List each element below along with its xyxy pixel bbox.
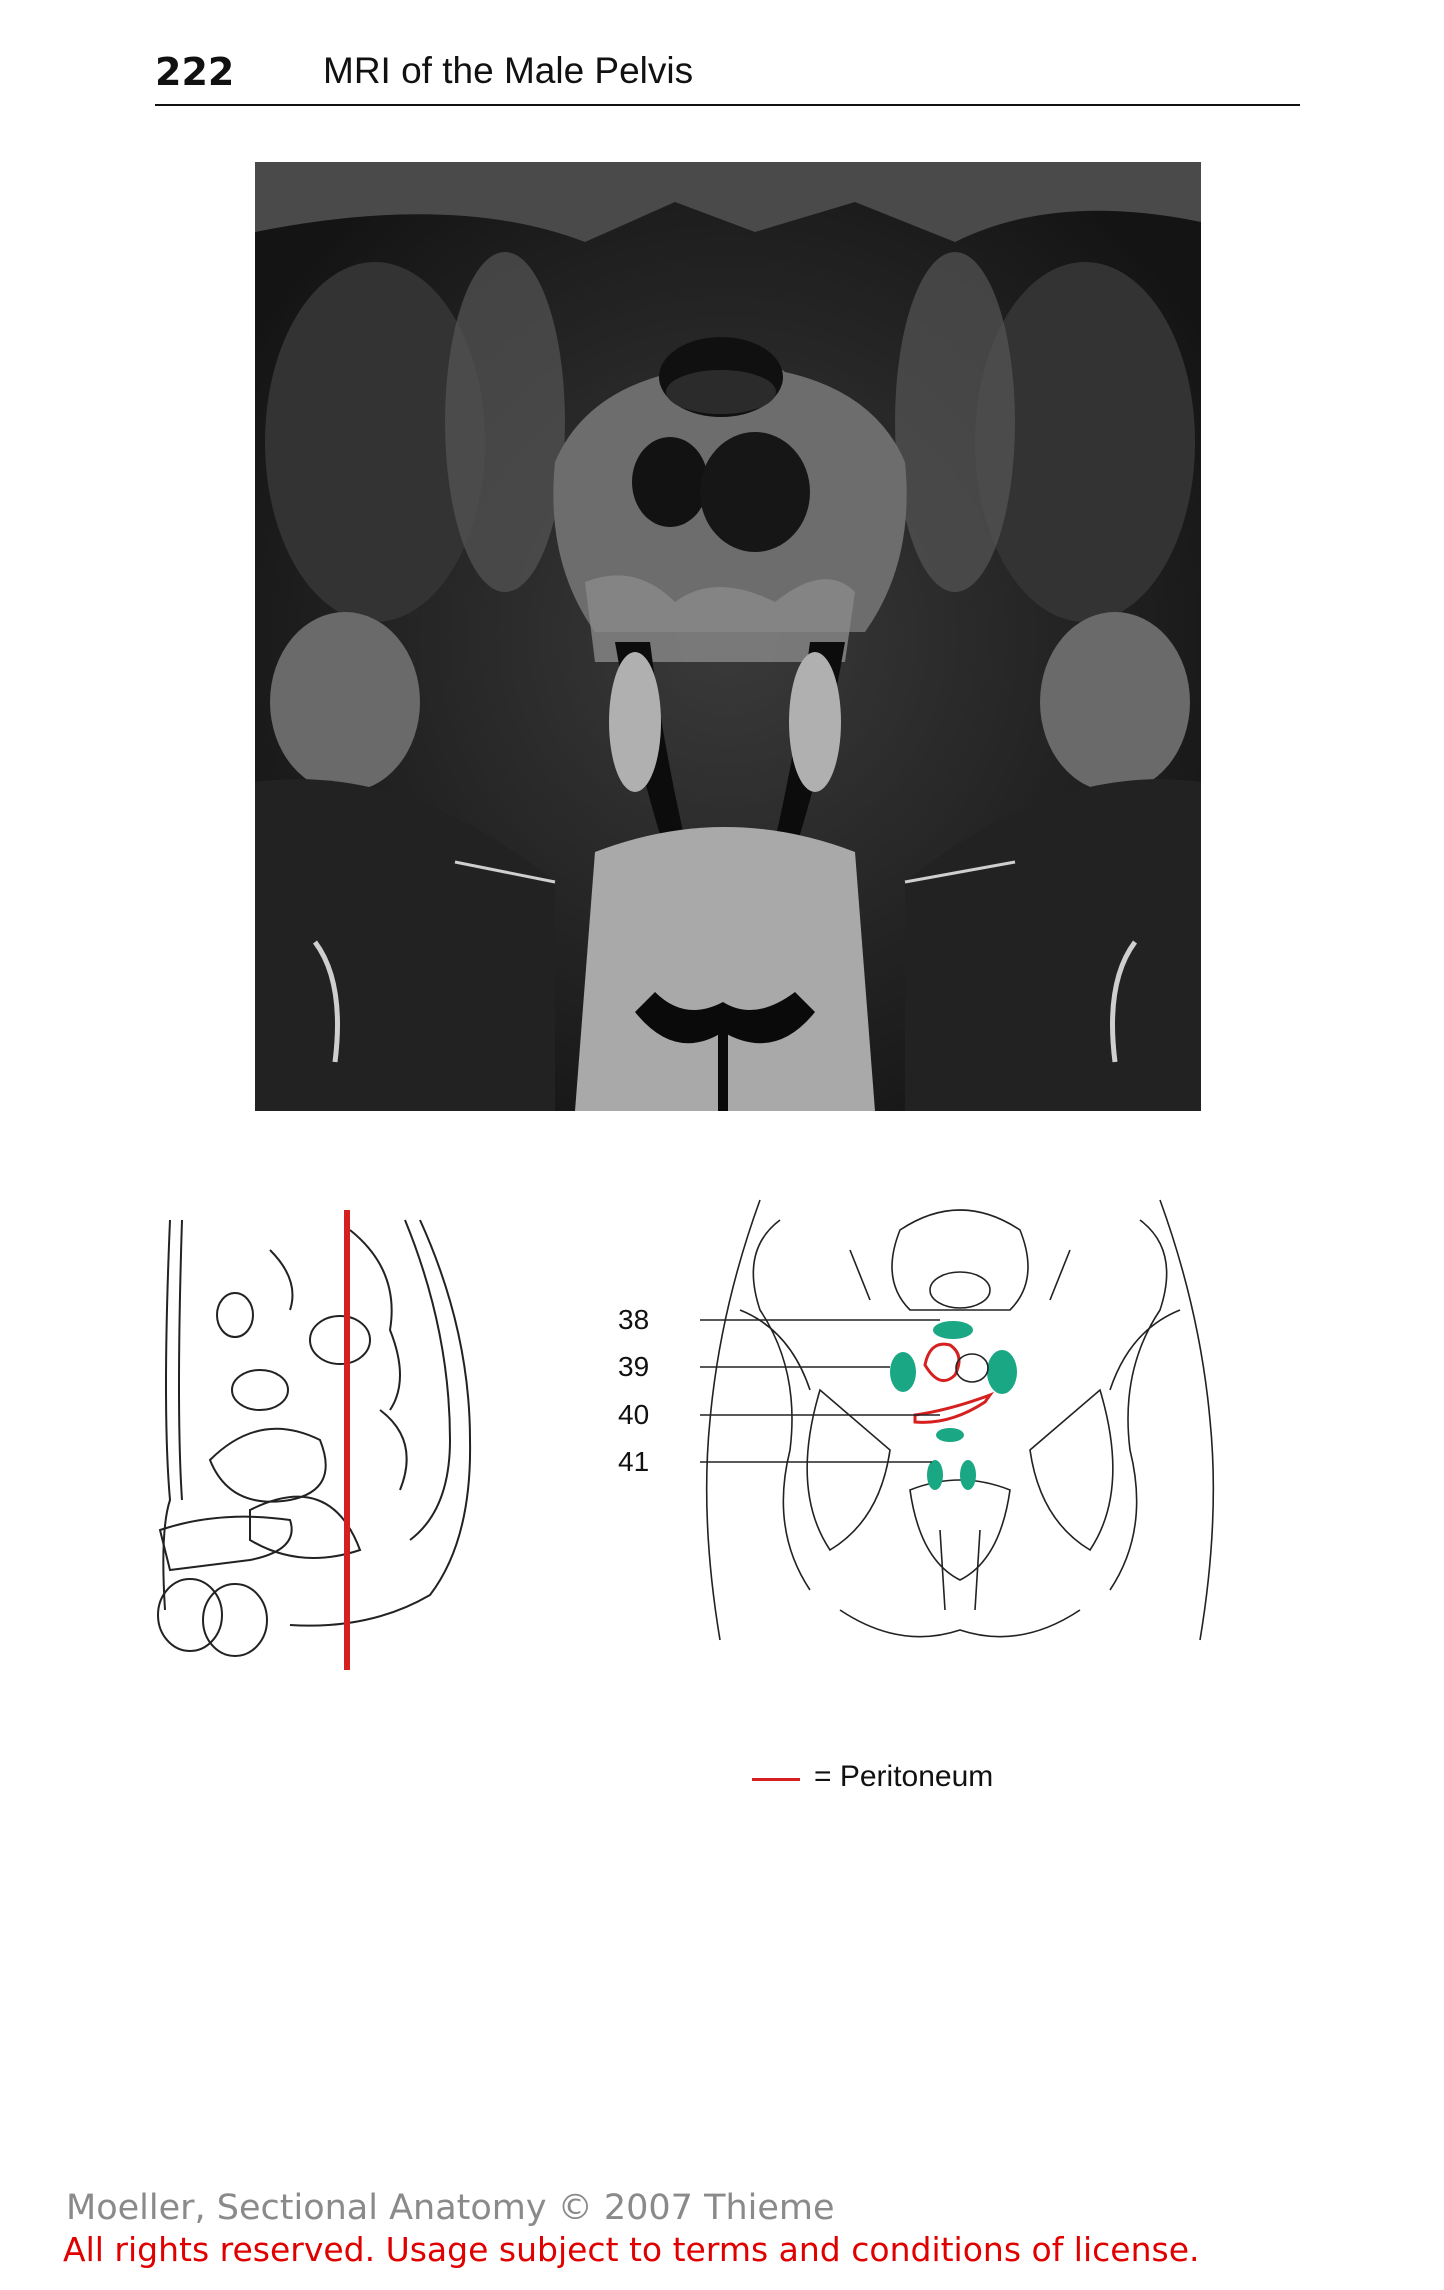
running-title: MRI of the Male Pelvis xyxy=(323,50,694,91)
label-41: 41 xyxy=(618,1446,650,1477)
label-39: 39 xyxy=(618,1351,650,1382)
sagittal-orientation-diagram xyxy=(150,1210,480,1675)
rights-notice: All rights reserved. Usage subject to te… xyxy=(63,2230,1200,2269)
label-38: 38 xyxy=(618,1304,650,1335)
page-header: 222 MRI of the Male Pelvis xyxy=(155,44,1300,106)
mri-coronal-image xyxy=(255,162,1201,1111)
label-40: 40 xyxy=(618,1399,650,1430)
legend-red-line xyxy=(752,1778,800,1781)
legend-label: = Peritoneum xyxy=(814,1760,994,1793)
coronal-schematic-diagram xyxy=(672,1190,1220,1695)
page-number: 222 xyxy=(155,50,235,94)
copyright-notice: Moeller, Sectional Anatomy © 2007 Thieme xyxy=(66,2188,835,2228)
